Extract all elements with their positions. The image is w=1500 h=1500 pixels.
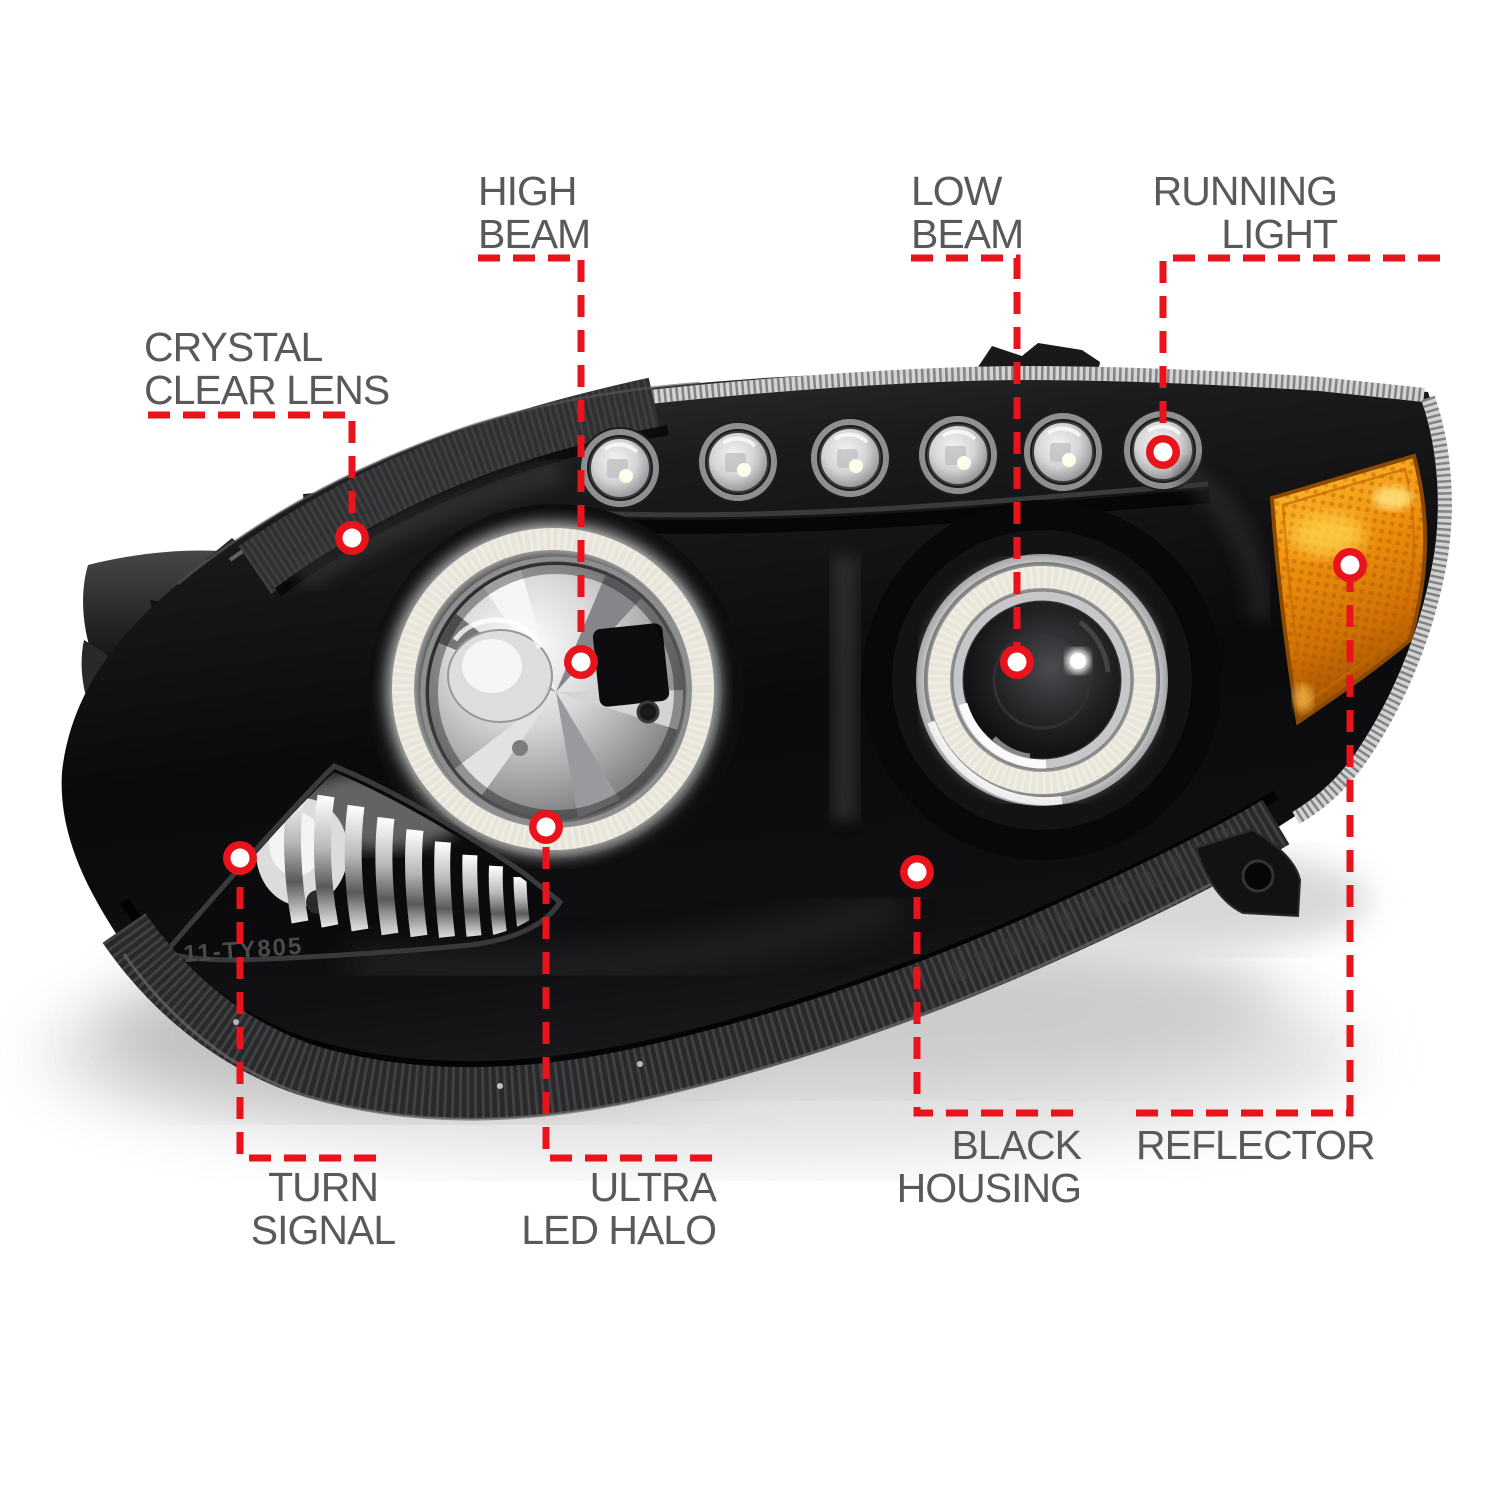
label-line: BEAM <box>911 211 1024 257</box>
label-line: LED HALO <box>521 1207 717 1253</box>
led-running-light <box>697 421 779 503</box>
led-running-light <box>579 427 661 509</box>
label-crystal-clear-lens: CRYSTAL CLEAR LENS <box>144 324 390 413</box>
label-turn-signal: TURN SIGNAL <box>238 1166 408 1252</box>
label-line: LIGHT <box>1221 211 1338 257</box>
label-line: LOW <box>911 168 1002 214</box>
label-line: RUNNING <box>1152 168 1338 214</box>
label-line: HIGH <box>478 168 578 214</box>
body-sheens <box>177 381 1274 984</box>
halo-ring <box>928 566 1156 794</box>
marker-high-beam <box>564 645 598 679</box>
high-beam-reflector <box>368 504 744 880</box>
led-running-light <box>1022 411 1104 493</box>
leader-ultra-led-halo <box>542 827 712 1162</box>
label-low-beam: LOW BEAM <box>911 168 1024 257</box>
marker-black-housing <box>900 855 934 889</box>
label-line: SIGNAL <box>250 1207 396 1253</box>
label-line: HOUSING <box>896 1165 1082 1211</box>
led-running-light <box>809 417 891 499</box>
label-running-light: RUNNING LIGHT <box>1152 168 1338 257</box>
label-line: TURN <box>268 1164 379 1210</box>
lower-right-bracket <box>1194 828 1302 918</box>
marker-low-beam <box>1000 645 1034 679</box>
label-line: BEAM <box>478 211 591 257</box>
bulb-base <box>592 623 670 707</box>
projector-lens <box>964 602 1120 758</box>
label-line: BLACK <box>951 1122 1082 1168</box>
led-running-light-strip <box>569 409 1211 534</box>
leader-black-housing <box>913 872 1073 1117</box>
label-line: REFLECTOR <box>1136 1122 1376 1168</box>
marker-turn-signal <box>223 841 257 875</box>
label-line: CLEAR LENS <box>144 367 390 413</box>
leader-crystal-clear-lens <box>148 411 356 538</box>
marker-crystal-clear-lens <box>335 521 369 555</box>
marker-ultra-led-halo <box>529 810 563 844</box>
low-beam-projector <box>862 500 1222 860</box>
label-black-housing: BLACK HOUSING <box>896 1122 1082 1211</box>
label-high-beam: HIGH BEAM <box>478 168 591 257</box>
label-line: CRYSTAL <box>144 324 323 370</box>
callout-markers <box>223 435 1367 889</box>
leader-running-light <box>1159 254 1440 452</box>
marker-reflector <box>1333 548 1367 582</box>
label-reflector: REFLECTOR <box>1136 1122 1376 1168</box>
label-line: ULTRA <box>589 1164 717 1210</box>
leader-low-beam <box>911 254 1021 662</box>
leader-reflector <box>1136 565 1354 1117</box>
led-running-light <box>917 414 999 496</box>
label-ultra-led-halo: ULTRA LED HALO <box>521 1164 717 1253</box>
leader-turn-signal <box>236 858 376 1162</box>
callout-lines <box>148 254 1440 1162</box>
marker-running-light <box>1146 435 1180 469</box>
turn-signal-lamp: 11-TY805 <box>161 763 564 968</box>
